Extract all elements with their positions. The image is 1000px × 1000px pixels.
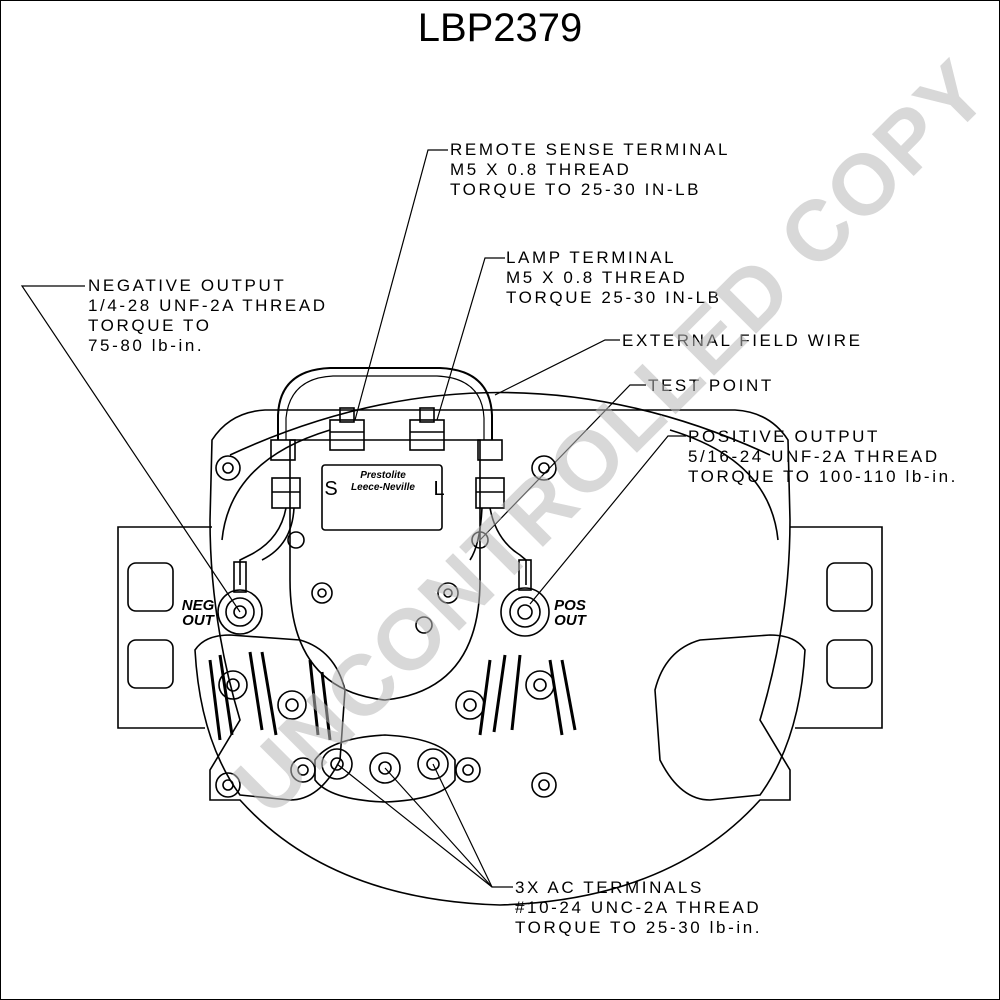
pos-out-line1: POSITIVE OUTPUT xyxy=(688,427,881,446)
remote-sense-callout: REMOTE SENSE TERMINAL M5 X 0.8 THREAD TO… xyxy=(450,140,730,200)
ac-terminals-callout: 3X AC TERMINALS #10-24 UNC-2A THREAD TOR… xyxy=(515,878,762,938)
ac-line2: #10-24 UNC-2A THREAD xyxy=(515,898,762,917)
l-terminal-label: L xyxy=(433,478,445,500)
ac-line3: TORQUE TO 25-30 lb-in. xyxy=(515,918,763,937)
positive-output-stud xyxy=(500,559,550,637)
ac-terminal-block xyxy=(314,734,456,803)
neg-label-line1: NEG xyxy=(181,597,215,614)
rectifier-right xyxy=(455,634,806,801)
pos-label-line2: OUT xyxy=(554,612,586,629)
neg-out-line1: NEGATIVE OUTPUT xyxy=(88,276,287,295)
external-field-wire xyxy=(270,367,503,461)
neg-out-label: NEG OUT xyxy=(178,598,218,628)
lamp-callout: LAMP TERMINAL M5 X 0.8 THREAD TORQUE 25-… xyxy=(506,248,722,308)
remote-sense-line2: M5 X 0.8 THREAD xyxy=(450,160,632,179)
lamp-terminal-stud xyxy=(409,407,445,451)
neg-out-line2: 1/4-28 UNF-2A THREAD xyxy=(88,296,328,315)
brand-label: Prestolite Leece-Neville xyxy=(340,470,426,494)
pos-out-line2: 5/16-24 UNF-2A THREAD xyxy=(688,447,940,466)
pos-out-line3: TORQUE TO 100-110 lb-in. xyxy=(688,467,958,486)
lamp-line1: LAMP TERMINAL xyxy=(506,248,677,267)
lamp-line3: TORQUE 25-30 IN-LB xyxy=(506,288,722,307)
neg-out-line4: 75-80 lb-in. xyxy=(88,336,205,355)
neg-label-line2: OUT xyxy=(182,612,214,629)
pos-label-line1: POS xyxy=(554,597,586,614)
brand-line1: Prestolite xyxy=(360,470,406,481)
negative-output-callout: NEGATIVE OUTPUT 1/4-28 UNF-2A THREAD TOR… xyxy=(88,276,328,356)
s-terminal-label: S xyxy=(324,478,338,500)
neg-out-line3: TORQUE TO xyxy=(88,316,212,335)
side-terminal-left xyxy=(239,477,301,585)
ac-line1: 3X AC TERMINALS xyxy=(515,878,704,897)
brand-line2: Leece-Neville xyxy=(351,482,415,493)
lamp-line2: M5 X 0.8 THREAD xyxy=(506,268,688,287)
mounting-flange-right xyxy=(790,526,883,729)
remote-sense-line3: TORQUE TO 25-30 IN-LB xyxy=(450,180,702,199)
side-terminal-right xyxy=(469,477,527,585)
positive-output-callout: POSITIVE OUTPUT 5/16-24 UNF-2A THREAD TO… xyxy=(688,427,958,487)
mounting-flange-left xyxy=(117,526,212,729)
negative-output-stud xyxy=(217,561,263,635)
pos-out-label: POS OUT xyxy=(550,598,590,628)
rectifier-left xyxy=(194,634,346,801)
remote-sense-line1: REMOTE SENSE TERMINAL xyxy=(450,140,731,159)
regulator-plate xyxy=(289,439,481,701)
leader-lines xyxy=(20,149,686,888)
test-point-callout: TEST POINT xyxy=(648,376,774,395)
external-field-wire-callout: EXTERNAL FIELD WIRE xyxy=(622,331,863,350)
drawing-title: LBP2379 xyxy=(417,6,583,50)
remote-sense-terminal-stud xyxy=(329,407,365,451)
